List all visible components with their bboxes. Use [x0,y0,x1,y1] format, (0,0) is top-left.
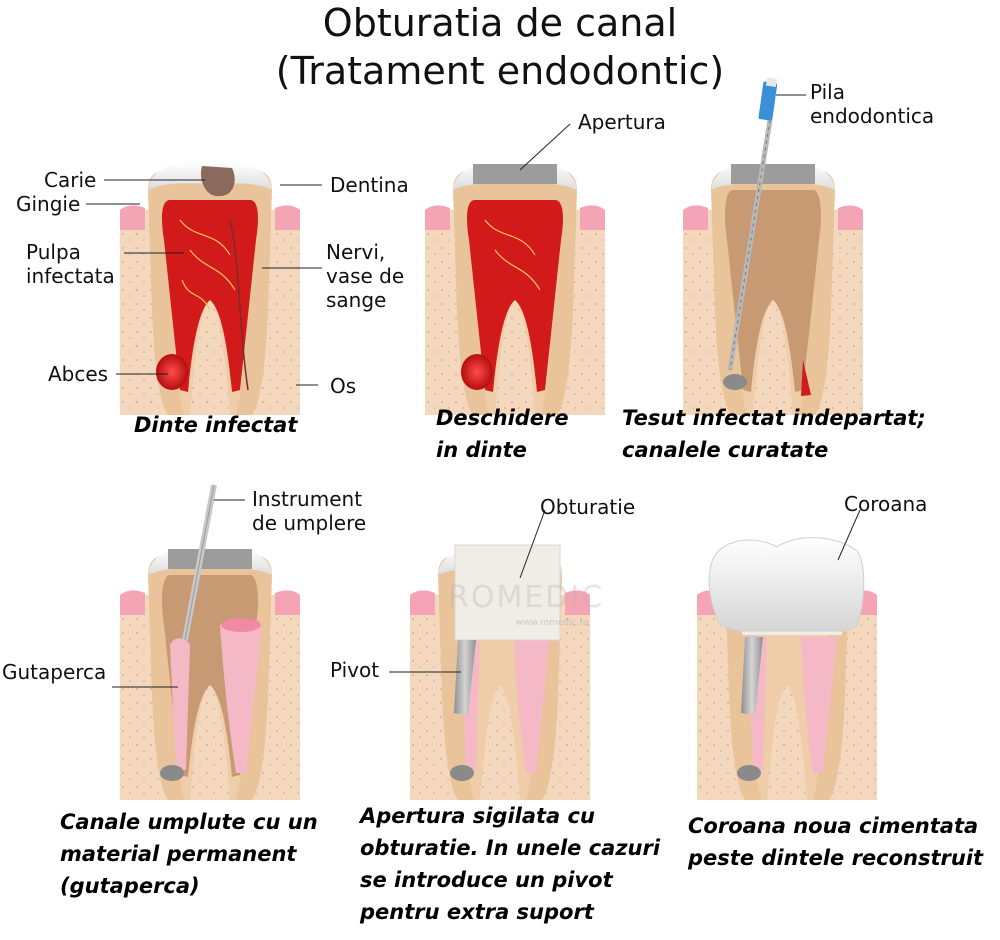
label-obturatie: Obturatie [540,495,636,519]
caries-shape [200,166,235,197]
label-os: Os [330,374,357,398]
tooth-sealed [410,544,590,800]
title-line-1: Obturatia de canal [322,1,678,45]
watermark-brand: ROMEDIC [448,580,605,615]
caption-step-1: Dinte infectat [134,413,298,437]
crown-shape [708,537,865,632]
label-pulpa-infectata: Pulpa infectata [26,240,115,288]
tooth-cleaned [683,162,863,415]
label-apertura: Apertura [578,110,666,134]
label-gingie: Gingie [16,192,81,216]
tooth-infected [120,162,300,415]
leader-lines [86,94,861,688]
endodontic-file [727,77,778,371]
caption-step-3: Tesut infectat indepartat; canalele cura… [622,406,926,462]
post-shape [454,640,476,715]
tooth-filled [120,547,300,800]
caption-step-4: Canale umplute cu un material permanent … [60,810,318,898]
label-abces: Abces [48,362,109,386]
label-carie: Carie [44,168,97,192]
caption-step-2: Deschidere in dinte [436,406,569,462]
tooth-opened [425,162,605,415]
label-pivot: Pivot [330,658,380,682]
label-nervi: Nervi, vase de sange [326,240,405,312]
watermark-url: www.romedic.ro [516,618,589,628]
label-gutaperca: Gutaperca [2,660,107,684]
caption-step-5: Apertura sigilata cu obturatie. In unele… [360,804,661,924]
label-coroana: Coroana [844,492,928,516]
label-instrument: Instrument de umplere [252,487,367,535]
abscess-shape [156,354,188,390]
tooth-crowned [697,537,877,800]
label-dentina: Dentina [330,173,409,197]
title-line-2: (Tratament endodontic) [275,49,725,93]
caption-step-6: Coroana noua cimentata peste dintele rec… [688,814,984,870]
label-pila-endodontica: Pila endodontica [810,80,935,128]
filling-block [454,544,561,641]
